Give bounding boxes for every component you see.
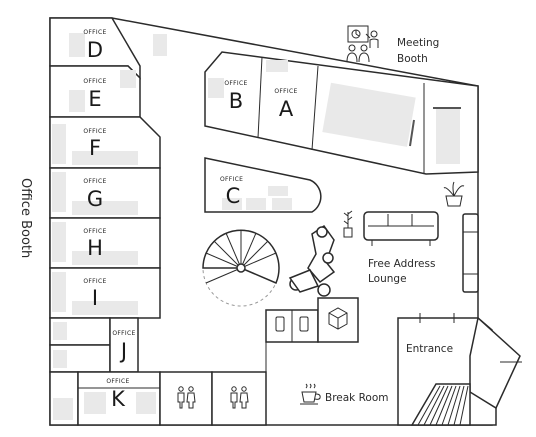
office-d-label: OFFICE [83,29,106,36]
lounge-label-line2: Lounge [368,273,407,285]
entrance[interactable]: Entrance [397,313,522,426]
office-k[interactable]: OFFICE K [77,371,161,426]
office-j[interactable]: OFFICE J [109,317,139,373]
restroom-2 [211,371,267,426]
office-c[interactable]: OFFICE C [204,157,322,213]
phone-icon [299,316,309,332]
office-b-label: OFFICE [224,80,247,87]
restroom-1 [159,371,213,426]
office-f-label: OFFICE [83,128,106,135]
office-k-letter: K [111,387,126,411]
plant-icon [443,181,465,207]
office-a[interactable]: OFFICE A [274,88,297,121]
office-h-letter: H [87,236,103,260]
staircase-icon [410,383,471,426]
meeting-booth-label-line2: Booth [397,53,428,65]
office-h[interactable]: OFFICE H [49,217,161,269]
office-b[interactable]: OFFICE B [224,80,247,113]
office-j-letter: J [119,339,127,363]
office-g-letter: G [87,187,103,211]
break-room-label: Break Room [325,392,389,404]
office-i-letter: I [92,286,98,310]
restroom-icon [230,386,249,409]
meeting-booth: Meeting Booth [346,25,439,65]
coffee-cup-icon [300,383,321,405]
phone-icon [275,316,285,332]
office-e-letter: E [88,87,101,111]
office-h-label: OFFICE [83,228,106,235]
small-rooms-bottom-left [49,371,79,426]
office-f-letter: F [89,136,101,160]
break-room: Break Room [265,372,389,425]
entrance-label: Entrance [406,343,453,355]
small-rooms-left [49,317,111,373]
presentation-icon [346,25,379,63]
wall-bench [462,213,479,293]
sofa-icon [363,211,439,246]
phone-booths[interactable] [265,309,319,372]
plant-icon [343,210,353,238]
office-i[interactable]: OFFICE I [49,267,161,319]
office-a-label: OFFICE [274,88,297,95]
free-address-lounge: Free Address Lounge [368,258,435,285]
restroom-icon [177,386,196,409]
office-booth-label: Office Booth [18,178,33,258]
office-e[interactable]: OFFICE E [49,65,141,118]
package-locker[interactable] [317,297,359,343]
office-block-ab [204,51,479,175]
lounge-label-line1: Free Address [368,258,435,270]
office-g-label: OFFICE [83,178,106,185]
office-k-label: OFFICE [106,378,129,385]
office-c-letter: C [226,184,241,208]
office-e-label: OFFICE [83,78,106,85]
office-c-label: OFFICE [220,176,243,183]
office-a-letter: A [279,97,294,121]
office-i-label: OFFICE [83,278,106,285]
package-icon [328,307,348,330]
lounge-chairs-icon [288,224,336,297]
office-d-letter: D [87,38,103,62]
office-f[interactable]: OFFICE F [49,116,161,169]
office-g[interactable]: OFFICE G [49,167,161,219]
meeting-booth-label-line1: Meeting [397,37,439,49]
office-j-label: OFFICE [112,330,135,337]
spiral-stair-icon [202,229,280,307]
office-b-letter: B [229,89,243,113]
